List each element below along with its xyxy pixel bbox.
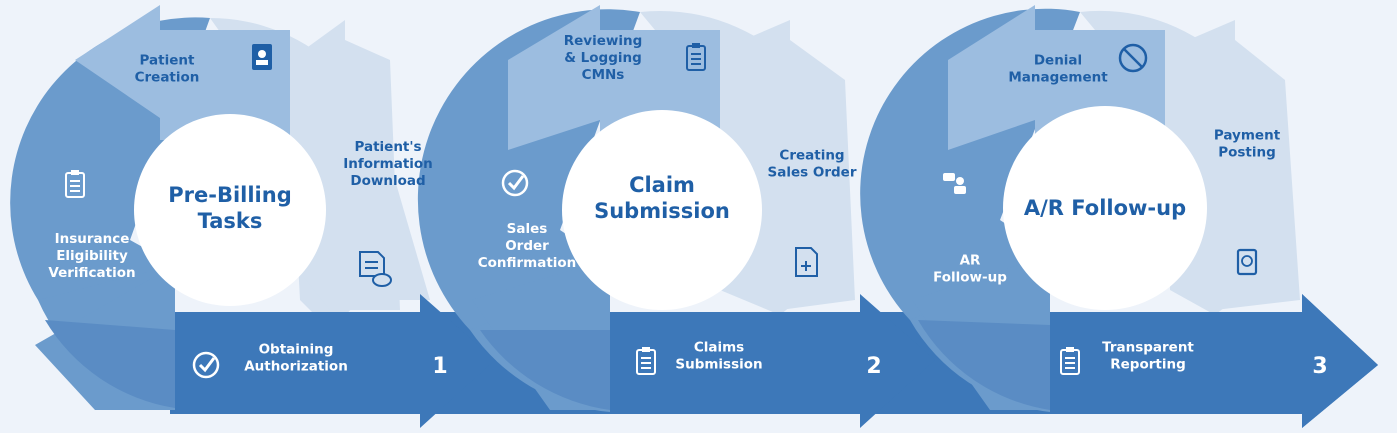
check-circle-icon <box>501 169 529 197</box>
stage-3-right-label-line-1: Payment <box>1214 128 1281 144</box>
stage-2-bottom-label-line-1: Claims <box>694 340 744 356</box>
cloud-document-icon <box>359 251 392 287</box>
stage-2-left-label-line-1: Sales <box>507 221 548 237</box>
prohibited-icon <box>1118 43 1148 73</box>
stage-3-bottom-label-line-1: Transparent <box>1102 340 1194 356</box>
stage-3-title-line-1: A/R Follow-up <box>1024 196 1186 220</box>
stage-2-left-label-line-3: Confirmation <box>478 255 577 271</box>
clipboard-icon <box>636 347 656 375</box>
stage-1-number: 1 <box>432 354 447 379</box>
stage-1-bottom-label-line-1: Obtaining <box>259 342 334 358</box>
stage-2-number: 2 <box>866 354 881 379</box>
stage-2-top-label-line-1: Reviewing <box>564 33 643 49</box>
stage-1-title-line-1: Pre-Billing <box>168 183 292 207</box>
stage-2-bottom-label-line-2: Submission <box>675 357 762 373</box>
stage-2-cycle <box>417 5 855 412</box>
stage-1-left-label-line-3: Verification <box>48 265 135 281</box>
report-clipboard-icon <box>1060 347 1080 375</box>
stage-1-right-label-line-1: Patient's <box>354 139 421 155</box>
stage-2-title-line-2: Submission <box>594 199 730 223</box>
stage-1-right-label-line-2: Information <box>343 156 433 172</box>
stage-1-left-label-line-1: Insurance <box>55 231 130 247</box>
stage-3-number: 3 <box>1312 354 1327 379</box>
id-card-icon <box>252 44 272 70</box>
stage-2-right-label-line-1: Creating <box>779 148 844 164</box>
stage-1-cycle <box>10 5 430 410</box>
stage-3-top-label-line-2: Management <box>1008 70 1108 86</box>
stage-1-left-label-line-2: Eligibility <box>56 248 128 264</box>
stage-1-right-label-line-3: Download <box>350 173 425 189</box>
new-document-icon <box>795 247 818 277</box>
clipboard-icon <box>65 170 85 198</box>
stage-3-top-label-line-1: Denial <box>1034 53 1082 69</box>
payment-tablet-icon <box>1236 248 1258 276</box>
stage-2-right-label-line-2: Sales Order <box>768 165 857 181</box>
stage-1-bottom-label-line-2: Authorization <box>244 359 348 375</box>
stage-3-left-label-line-1: AR <box>960 253 981 269</box>
checklist-icon <box>686 43 706 71</box>
check-circle-icon <box>192 351 220 379</box>
stage-2-left-label-line-2: Order <box>505 238 549 254</box>
stage-2-top-label-line-3: CMNs <box>582 67 625 83</box>
stage-1-top-label-line-1: Patient <box>140 53 195 69</box>
chat-user-icon <box>943 173 966 194</box>
stage-1-title-line-2: Tasks <box>198 209 263 233</box>
stage-2-top-label-line-2: & Logging <box>564 50 642 66</box>
stage-3-bottom-label-line-2: Reporting <box>1110 357 1186 373</box>
stage-3-left-label-line-2: Follow-up <box>933 270 1007 286</box>
stage-1-top-label-line-2: Creation <box>135 70 200 86</box>
stage-2-title-line-1: Claim <box>629 173 695 197</box>
stage-3-right-label-line-2: Posting <box>1218 145 1276 161</box>
